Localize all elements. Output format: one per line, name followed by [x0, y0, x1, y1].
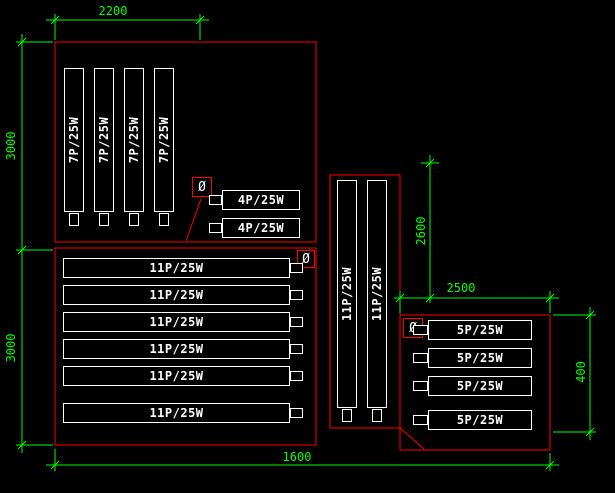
- fixture-label: 4P/25W: [237, 221, 285, 235]
- fixture-7p-4: 7P/25W: [154, 68, 174, 212]
- breaker-glyph: Ø: [302, 251, 310, 267]
- room-outline-top-left: [54, 41, 317, 243]
- fixture-11p-v-1: 11P/25W: [337, 180, 357, 408]
- fixture-4p-2: 4P/25W: [222, 218, 300, 238]
- fixture-7p-3: 7P/25W: [124, 68, 144, 212]
- dimension-total-width: 1600: [282, 450, 312, 464]
- fixture-label: 5P/25W: [456, 379, 504, 393]
- fixture-stub: [129, 213, 139, 226]
- fixture-11p-v-2: 11P/25W: [367, 180, 387, 408]
- fixture-label: 7P/25W: [97, 116, 112, 164]
- breaker-glyph: Ø: [409, 321, 417, 336]
- fixture-stub: [290, 317, 303, 327]
- fixture-7p-1: 7P/25W: [64, 68, 84, 212]
- fixture-label: 4P/25W: [237, 193, 285, 207]
- fixture-label: 5P/25W: [456, 413, 504, 427]
- fixture-stub: [69, 213, 79, 226]
- fixture-stub: [413, 325, 428, 335]
- room-outline-bottom-left: [54, 247, 317, 446]
- fixture-11p-h-2: 11P/25W: [63, 285, 290, 305]
- fixture-label: 7P/25W: [157, 116, 172, 164]
- fixture-5p-4: 5P/25W: [428, 410, 532, 430]
- fixture-label: 11P/25W: [149, 369, 204, 383]
- dimension-right-height: 400: [574, 361, 588, 383]
- fixture-label: 7P/25W: [67, 116, 82, 164]
- fixture-label: 5P/25W: [456, 323, 504, 337]
- fixture-11p-h-1: 11P/25W: [63, 258, 290, 278]
- fixture-7p-2: 7P/25W: [94, 68, 114, 212]
- fixture-label: 5P/25W: [456, 351, 504, 365]
- dimension-top-width: 2200: [98, 4, 128, 18]
- room-outline-bottom-right: [399, 314, 551, 451]
- fixture-stub: [342, 409, 352, 422]
- fixture-stub: [159, 213, 169, 226]
- fixture-stub: [290, 263, 303, 273]
- fixture-label: 11P/25W: [149, 406, 204, 420]
- dimension-lower-left-height: 3000: [4, 333, 18, 363]
- fixture-5p-2: 5P/25W: [428, 348, 532, 368]
- fixture-stub: [413, 353, 428, 363]
- fixture-stub: [99, 213, 109, 226]
- fixture-label: 11P/25W: [149, 288, 204, 302]
- breaker-symbol-a: Ø: [192, 177, 212, 197]
- fixture-stub: [413, 381, 428, 391]
- fixture-stub: [290, 371, 303, 381]
- fixture-label: 11P/25W: [149, 315, 204, 329]
- connector-diagonal-d: [399, 427, 425, 450]
- fixture-stub: [209, 223, 222, 233]
- fixture-stub: [290, 344, 303, 354]
- fixture-4p-1: 4P/25W: [222, 190, 300, 210]
- fixture-5p-3: 5P/25W: [428, 376, 532, 396]
- fixture-11p-h-3: 11P/25W: [63, 312, 290, 332]
- fixture-stub: [290, 290, 303, 300]
- dimension-upper-left-height: 3000: [4, 131, 18, 161]
- fixture-stub: [290, 408, 303, 418]
- fixture-label: 11P/25W: [149, 261, 204, 275]
- dimension-lines: [16, 14, 596, 471]
- fixture-stub: [209, 195, 222, 205]
- fixture-11p-h-6: 11P/25W: [63, 403, 290, 423]
- fixture-label: 11P/25W: [149, 342, 204, 356]
- fixture-label: 11P/25W: [370, 266, 385, 322]
- fixture-11p-h-4: 11P/25W: [63, 339, 290, 359]
- fixture-5p-1: 5P/25W: [428, 320, 532, 340]
- connector-diagonal-a: [185, 198, 202, 242]
- fixture-stub: [413, 415, 428, 425]
- dimension-middle-height: 2600: [414, 216, 428, 246]
- fixture-stub: [372, 409, 382, 422]
- fixture-11p-h-5: 11P/25W: [63, 366, 290, 386]
- fixture-label: 11P/25W: [340, 266, 355, 322]
- dimension-right-width: 2500: [446, 281, 476, 295]
- breaker-glyph: Ø: [198, 179, 206, 195]
- fixture-label: 7P/25W: [127, 116, 142, 164]
